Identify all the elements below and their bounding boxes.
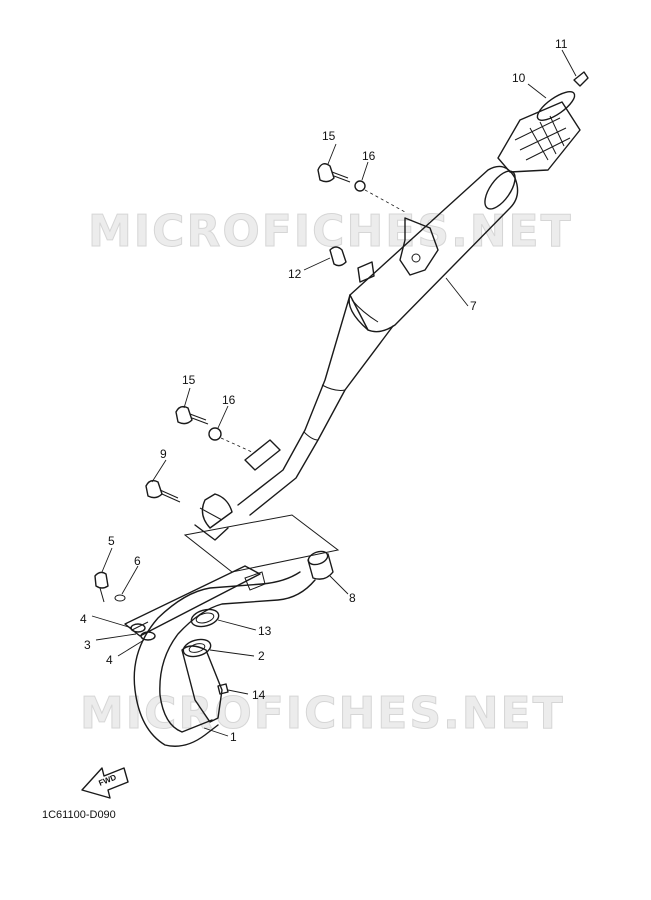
muffler — [194, 165, 519, 541]
callout-5: 5 — [108, 534, 115, 548]
joint-reference-box — [183, 514, 340, 573]
flange-2-inner — [188, 643, 206, 653]
callout-1: 1 — [230, 730, 237, 744]
callout-2: 2 — [258, 649, 265, 663]
bolt-9 — [145, 479, 163, 499]
callout-4-upper: 4 — [80, 612, 87, 626]
watermark-top: MICROFICHES.NET — [88, 206, 573, 257]
callout-3: 3 — [84, 638, 91, 652]
exhaust-pipe — [124, 565, 316, 747]
leader-lines — [91, 49, 577, 737]
bolt-11 — [573, 71, 589, 87]
callout-6: 6 — [134, 554, 141, 568]
fwd-label: FWD — [97, 773, 117, 788]
bolt-9-thread — [159, 489, 181, 503]
grommet-4a — [130, 623, 146, 633]
callout-9: 9 — [160, 447, 167, 461]
callout-4-lower: 4 — [106, 653, 113, 667]
fwd-arrow-icon: FWD — [81, 767, 129, 799]
flange-2 — [182, 638, 212, 658]
joint-sleeve — [307, 550, 334, 580]
callout-12: 12 — [288, 267, 302, 281]
gasket-13 — [190, 608, 220, 628]
spark-arrester — [497, 91, 581, 173]
washer-6 — [114, 594, 126, 602]
bolt-washer-upper — [317, 163, 406, 213]
grommet-4b — [140, 631, 156, 641]
callout-8: 8 — [349, 591, 356, 605]
gasket-13-inner — [195, 612, 215, 624]
callout-14: 14 — [252, 688, 266, 702]
bolt-washer-lower — [175, 405, 253, 453]
callout-11: 11 — [555, 37, 568, 51]
bolt-5 — [94, 571, 109, 589]
watermark-bottom: MICROFICHES.NET — [80, 688, 565, 739]
callout-15-lower: 15 — [182, 373, 196, 387]
callout-10: 10 — [512, 71, 526, 85]
bolt-14 — [217, 683, 229, 695]
collar-12 — [329, 246, 347, 267]
callout-7: 7 — [470, 299, 477, 313]
bolt-5-thread — [99, 587, 105, 603]
callout-13: 13 — [258, 624, 272, 638]
diagram-code: 1C61100-D090 — [42, 809, 116, 821]
callout-15-upper: 15 — [322, 129, 336, 143]
callout-16-upper: 16 — [362, 149, 376, 163]
callout-16-lower: 16 — [222, 393, 236, 407]
